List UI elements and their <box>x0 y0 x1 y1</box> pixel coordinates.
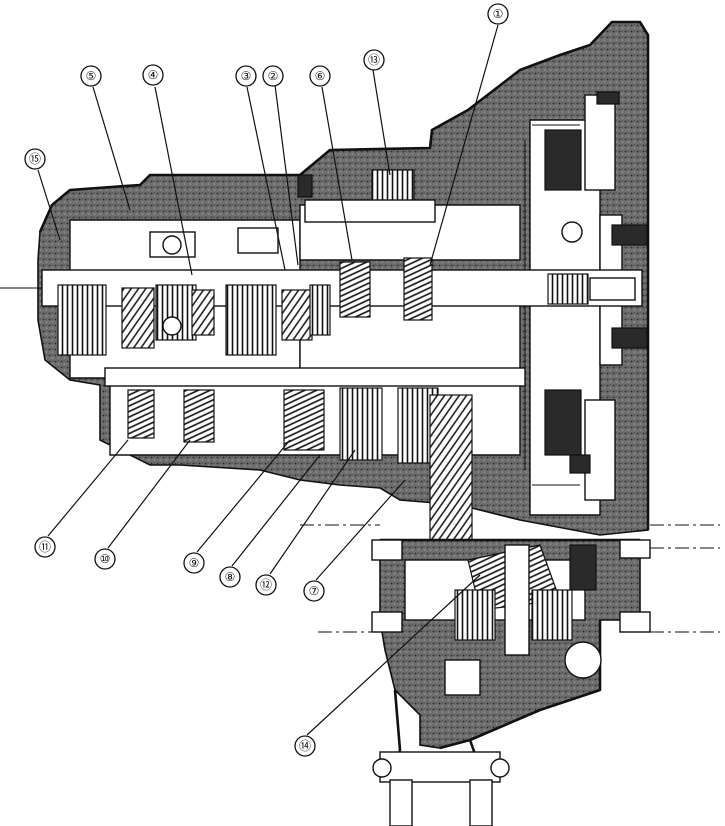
svg-text:③: ③ <box>241 69 252 83</box>
callout-11: ⑪ <box>34 536 56 558</box>
svg-text:⑬: ⑬ <box>368 53 380 67</box>
svg-text:⑩: ⑩ <box>100 552 111 566</box>
callout-10: ⑩ <box>94 548 116 570</box>
svg-text:⑨: ⑨ <box>189 556 200 570</box>
svg-text:⑧: ⑧ <box>225 570 236 584</box>
leader-lines <box>37 24 499 736</box>
svg-text:⑮: ⑮ <box>29 152 41 166</box>
svg-text:⑭: ⑭ <box>299 739 311 753</box>
callout-2: ② <box>262 65 284 87</box>
reverse-idler-gear <box>297 169 436 223</box>
shift-linkage-mount <box>372 689 510 826</box>
callout-13: ⑬ <box>363 49 385 71</box>
callout-4: ④ <box>142 64 164 86</box>
callout-9: ⑨ <box>183 552 205 574</box>
callout-8: ⑧ <box>219 566 241 588</box>
svg-text:①: ① <box>493 7 504 21</box>
svg-text:⑥: ⑥ <box>315 69 326 83</box>
callout-6: ⑥ <box>309 65 331 87</box>
callout-12: ⑫ <box>255 574 277 596</box>
svg-text:⑫: ⑫ <box>260 578 272 592</box>
svg-text:④: ④ <box>148 68 159 82</box>
svg-text:②: ② <box>268 69 279 83</box>
clutch-assembly <box>524 91 648 501</box>
callout-5: ⑤ <box>80 65 102 87</box>
counter-shaft <box>104 367 526 387</box>
callout-15: ⑮ <box>24 148 46 170</box>
svg-text:⑪: ⑪ <box>39 540 51 554</box>
callout-1: ① <box>487 3 509 25</box>
differential-assembly <box>300 524 720 750</box>
main-shaft-gears <box>57 227 433 356</box>
svg-text:⑤: ⑤ <box>86 69 97 83</box>
callout-14: ⑭ <box>294 735 316 757</box>
svg-text:⑦: ⑦ <box>309 584 320 598</box>
callout-7: ⑦ <box>303 580 325 602</box>
callout-3: ③ <box>235 65 257 87</box>
